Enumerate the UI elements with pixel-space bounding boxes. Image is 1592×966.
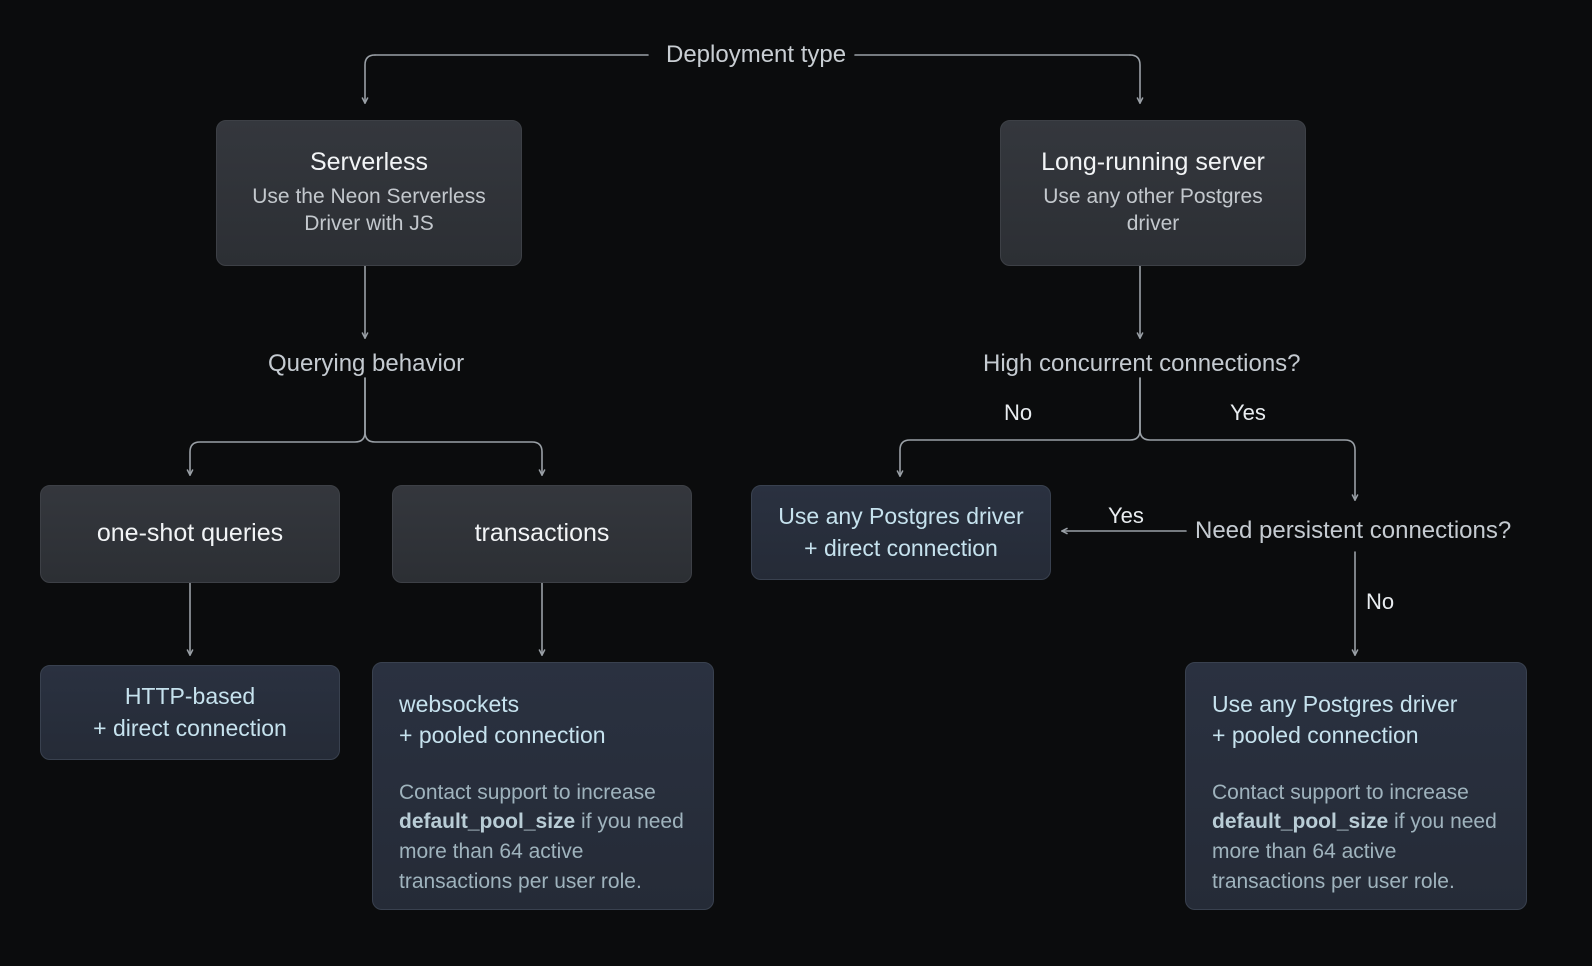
decision-high-concurrent-connections: High concurrent connections? [983,350,1301,377]
wire-querying-to-oneshot [186,377,366,476]
decision-querying-behavior: Querying behavior [268,350,465,377]
wire-concurrency-no [896,377,1141,477]
node-postgres-pooled-note-before: Contact support to increase [1212,780,1469,804]
edge-label-concurrency-no: No [1004,400,1033,425]
edge-label-concurrency-yes: Yes [1230,400,1266,425]
node-long-running-title: Long-running server [1041,147,1265,176]
wire-root-to-long-running [1129,54,1144,104]
node-serverless[interactable]: Serverless Use the Neon Serverless Drive… [216,120,522,266]
node-postgres-direct-line1: Use any Postgres driver [778,503,1024,530]
node-websockets-line1: websockets [399,691,520,717]
node-transactions[interactable]: transactions [392,485,692,583]
node-websockets-note-after: if you need more than 64 active transact… [399,810,684,893]
node-postgres-pooled-connection[interactable]: Use any Postgres driver + pooled connect… [1185,662,1527,910]
root-label-deployment-type: Deployment type [666,41,847,68]
node-one-shot-queries-title: one-shot queries [96,519,284,548]
node-postgres-pooled-note-code: default_pool_size [1212,810,1389,834]
node-long-running-subtitle: Use any other Postgres driver [1043,185,1263,236]
node-websockets-line2: + pooled connection [399,722,606,749]
node-websockets-note: Contact support to increase default_pool… [399,778,687,897]
decision-need-persistent-connections: Need persistent connections? [1195,517,1512,544]
node-serverless-subtitle: Use the Neon Serverless Driver with JS [252,185,486,236]
wire-concurrency-yes [1139,377,1359,501]
wire-root-to-serverless [361,54,376,104]
node-postgres-direct-line2: + direct connection [804,534,998,561]
edge-label-persistent-yes: Yes [1108,503,1144,528]
node-transactions-title: transactions [474,519,610,548]
node-http-direct-line1: HTTP-based [124,683,256,710]
node-http-direct-line2: + direct connection [93,714,287,741]
wire-querying-to-transactions [364,377,546,476]
node-serverless-title: Serverless [309,147,429,176]
node-websockets-pooled-connection[interactable]: websockets + pooled connection Contact s… [372,662,714,910]
node-http-direct-connection[interactable]: HTTP-based + direct connection [40,665,340,760]
node-postgres-pooled-line2: + pooled connection [1212,722,1419,749]
node-websockets-note-code: default_pool_size [399,810,576,834]
edge-label-persistent-no: No [1366,589,1395,614]
node-postgres-pooled-note: Contact support to increase default_pool… [1212,778,1500,897]
node-postgres-direct-connection[interactable]: Use any Postgres driver + direct connect… [751,485,1051,580]
node-websockets-note-before: Contact support to increase [399,780,656,804]
node-postgres-pooled-line1: Use any Postgres driver [1212,691,1458,717]
node-postgres-pooled-note-after: if you need more than 64 active transact… [1212,810,1497,893]
node-one-shot-queries[interactable]: one-shot queries [40,485,340,583]
node-long-running-server[interactable]: Long-running server Use any other Postgr… [1000,120,1306,266]
